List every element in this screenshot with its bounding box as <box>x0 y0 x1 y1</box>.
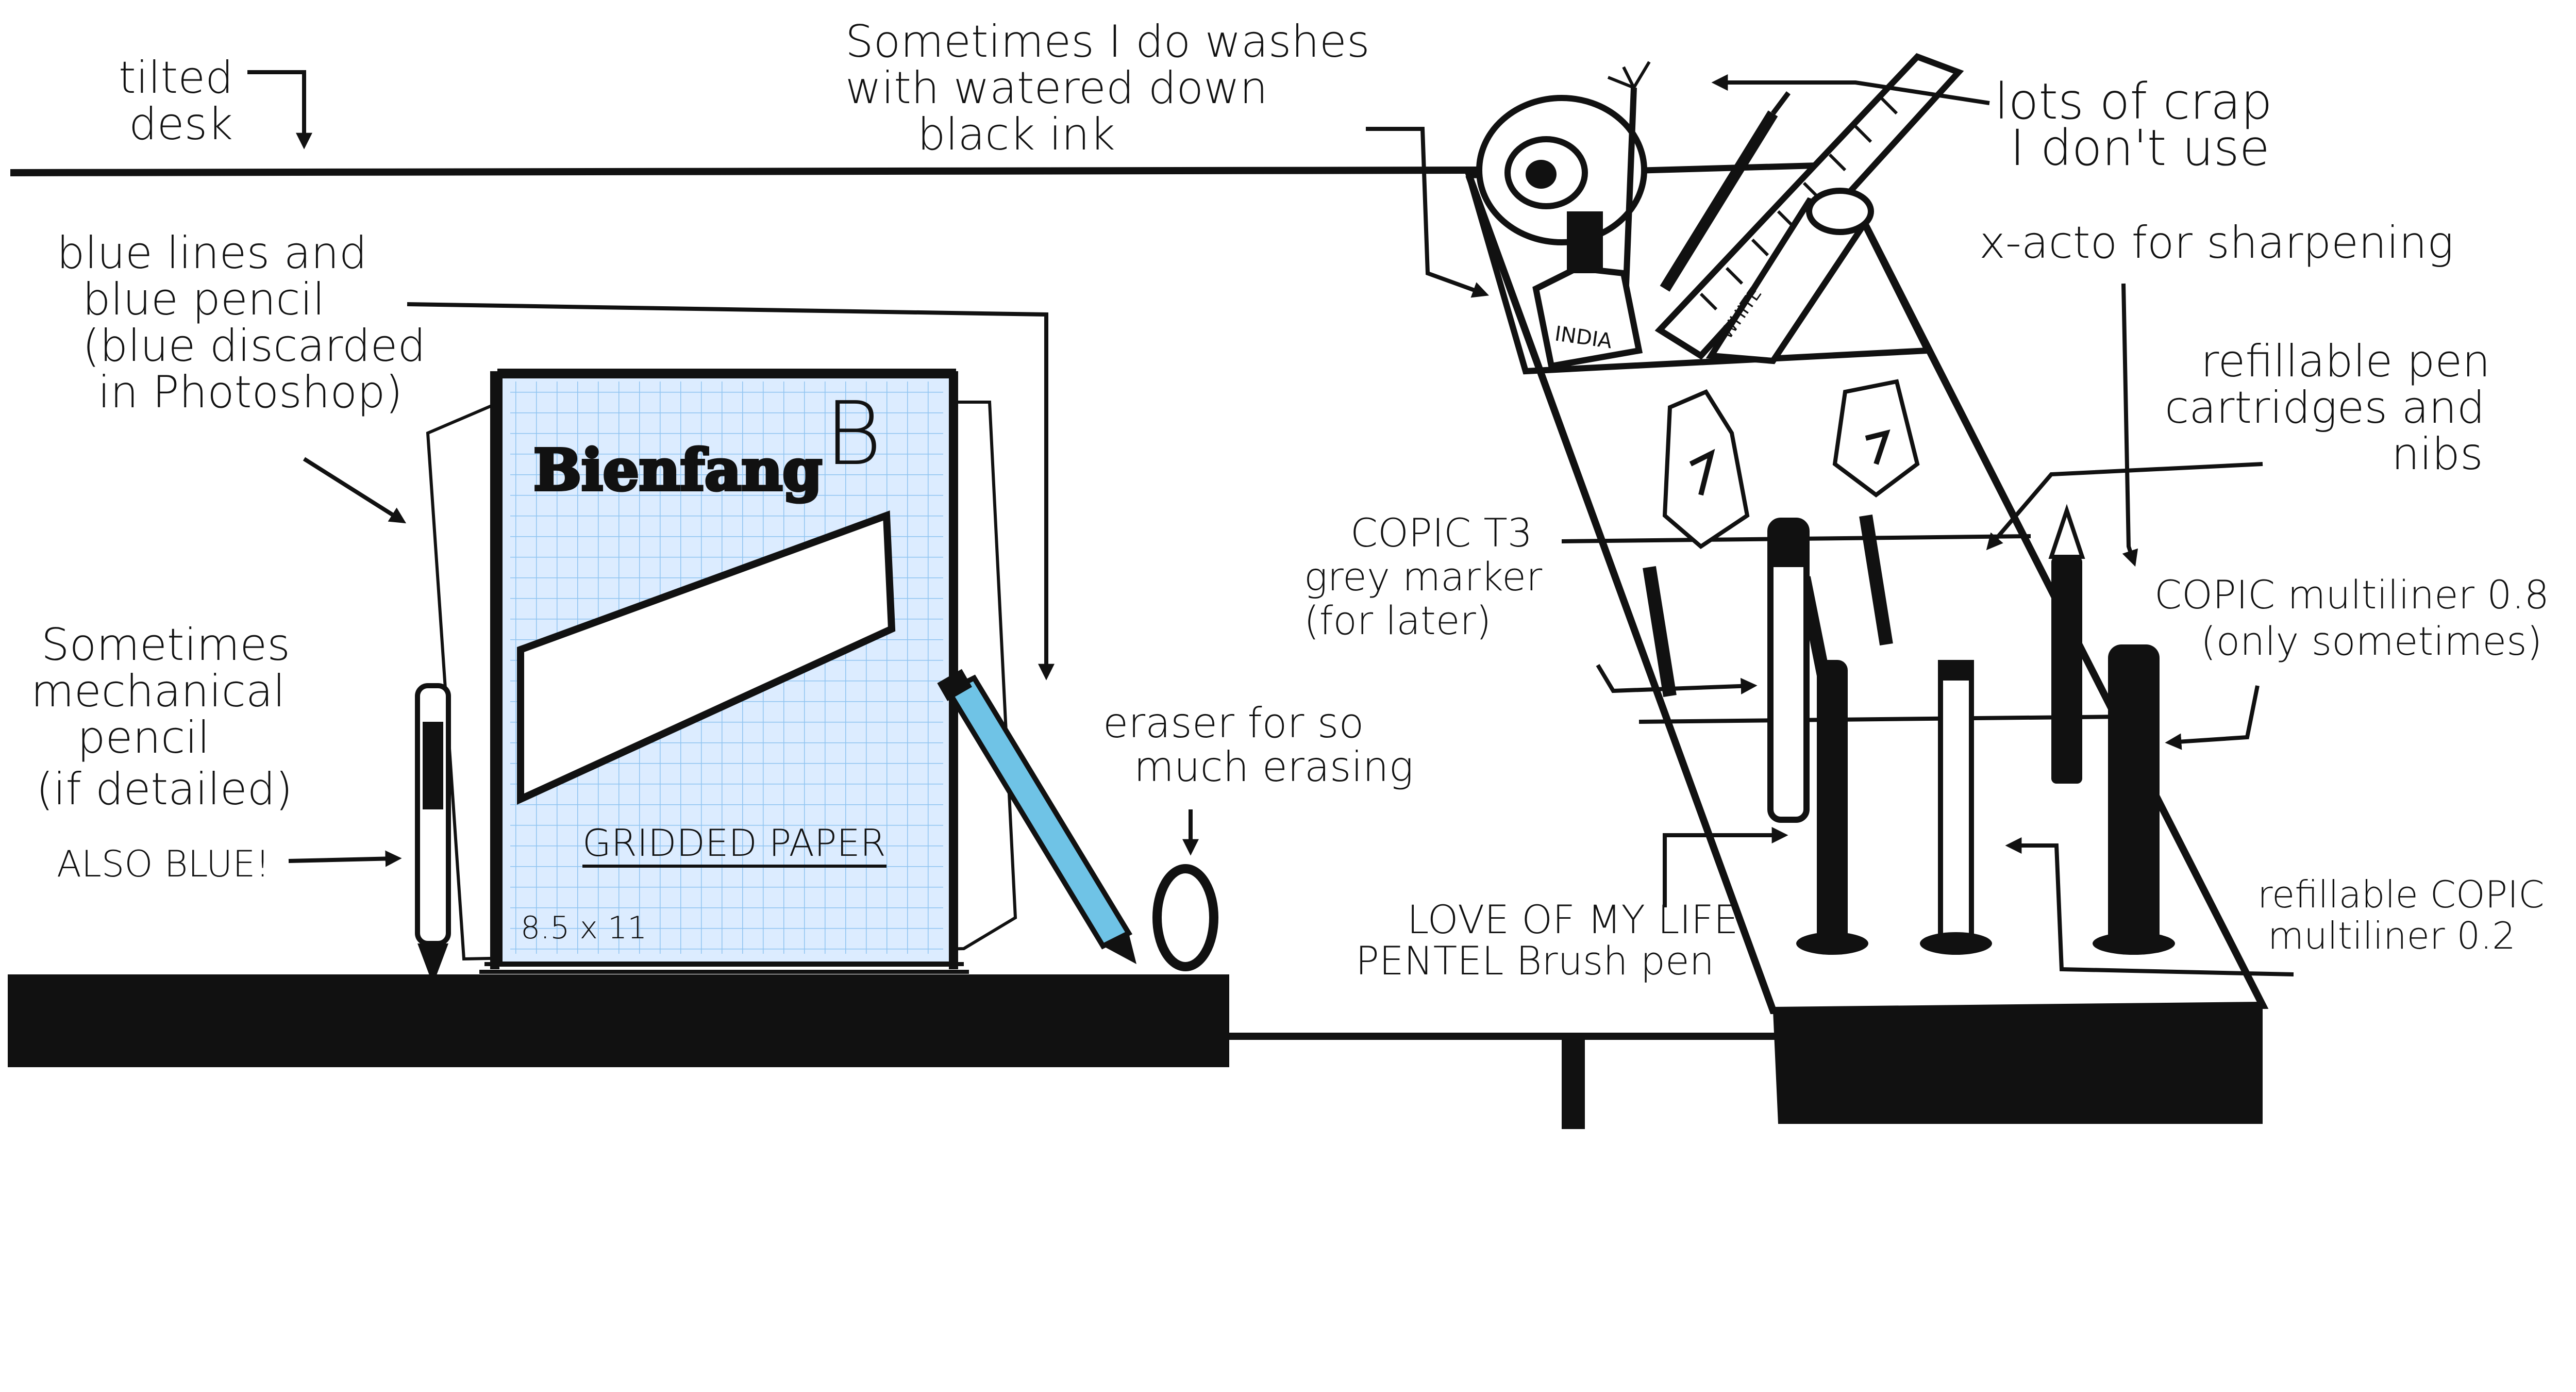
arrows <box>247 70 2294 976</box>
label-also-blue: ALSO BLUE! <box>57 843 270 885</box>
label-copic-t3: COPIC T3 grey marker (for later) <box>1304 510 1554 643</box>
label-xacto: x-acto for sharpening <box>1979 217 2454 269</box>
eraser-icon <box>1152 864 1218 971</box>
brush-icon <box>1607 61 1791 351</box>
tool-tray <box>1465 161 2269 1124</box>
arrow-icon <box>1596 664 1758 694</box>
pad-title: GRIDDED PAPER <box>582 821 886 865</box>
annotations: tilted desk Sometimes I do washes with w… <box>31 16 2562 984</box>
label-tilted-desk: tilted desk <box>119 52 247 150</box>
label-multiliner-08: COPIC multiliner 0.8 (only sometimes) <box>2154 572 2562 664</box>
paper-pad: Bienfang B GRIDDED PAPER 8.5 x 11 <box>426 369 1017 974</box>
arrow-icon <box>247 70 312 150</box>
xacto-knife-icon <box>2048 504 2085 784</box>
marker-icon <box>1767 518 1810 823</box>
label-washes: Sometimes I do washes with watered down … <box>845 16 1384 160</box>
ink-bottle-icon: INDIA <box>1532 211 1643 370</box>
desk-front-shelf <box>8 974 1229 1067</box>
desk-leg <box>1562 1036 1585 1129</box>
desk-back-edge <box>10 167 1480 176</box>
pad-size: 8.5 x 11 <box>521 910 647 946</box>
label-multiliner-02: refillable COPIC multiliner 0.2 <box>2257 873 2556 957</box>
label-refill-pen: refillable pen cartridges and nibs <box>2165 336 2504 480</box>
label-mechanical-pencil: Sometimes mechanical pencil (if detailed… <box>31 619 304 815</box>
multiliner-08-pen-icon <box>2093 644 2175 955</box>
pen-icon <box>1796 660 1868 955</box>
desk <box>8 167 1794 1129</box>
tape-roll-icon <box>1476 95 1647 245</box>
label-crap: lots of crap I don't use <box>1995 73 2288 177</box>
arrow-icon <box>1986 462 2263 551</box>
label-pentel: LOVE OF MY LIFE PENTEL Brush pen <box>1356 897 1751 984</box>
pencil-icon <box>937 669 1136 964</box>
arrow-icon <box>2165 685 2260 750</box>
arrow-icon <box>303 457 407 524</box>
arrow-icon <box>288 850 402 867</box>
multiliner-02-pen-icon <box>1920 660 1992 955</box>
arrow-icon <box>1711 74 1990 105</box>
arrow-icon <box>407 302 1055 681</box>
arrow-icon <box>2005 837 2294 976</box>
label-blue-lines: blue lines and blue pencil (blue discard… <box>57 227 440 418</box>
mechanical-pencil-icon <box>415 683 451 985</box>
pad-brand: Bienfang <box>533 437 822 503</box>
arrow-icon <box>1663 827 1788 907</box>
arrow-icon <box>2121 283 2138 567</box>
label-eraser: eraser for so much erasing <box>1103 699 1414 791</box>
arrow-icon <box>1366 127 1490 298</box>
pad-logo: B <box>825 383 882 485</box>
